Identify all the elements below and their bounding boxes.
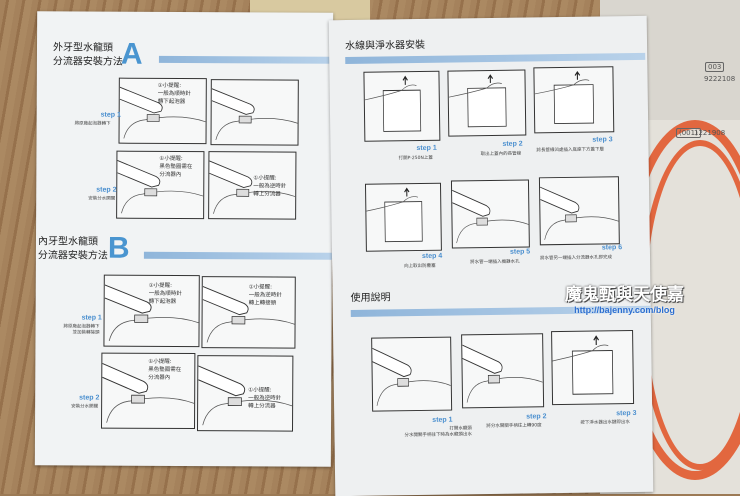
illustration-panel: ①小提醒: 一般為順時針 轉下起泡器 — [103, 274, 200, 348]
install-title: 水線與淨水器安裝 — [344, 39, 426, 53]
faucet-illustration — [202, 285, 295, 343]
illustration-panel — [364, 182, 442, 252]
usage-title: 使用說明 — [350, 292, 391, 304]
step-caption: 向上取出防塵塞 — [404, 263, 436, 270]
step-label: step 5 — [509, 248, 531, 256]
step-label: step 3 — [592, 136, 613, 144]
tip-note: ①小提醒: 一般為逆時針 轉上分流器 — [253, 175, 287, 198]
step-caption: 取出上蓋內的長管線 — [480, 151, 522, 158]
watermark-url: http://bajenny.com/blog — [574, 305, 675, 315]
purifier-illustration — [364, 75, 422, 132]
bag-tag: (001) — [676, 128, 701, 138]
faucet-illustration — [119, 86, 206, 139]
faucet-illustration — [539, 186, 619, 240]
section-b-title: 內牙型水龍頭 分流器安裝方法 — [37, 236, 108, 262]
faucet-illustration — [211, 88, 298, 140]
illustration-panel — [363, 70, 441, 142]
step-label: step 1 — [432, 416, 453, 424]
bag-tag-number: 9222108 — [704, 75, 736, 83]
illustration-panel: ①小提醒: 黑色墊圈需在 分流器內 — [101, 352, 196, 430]
illustration-panel: ①小提醒: 一般為逆時針 轉上分流器 — [196, 355, 294, 432]
illustration-panel — [461, 333, 545, 409]
manual-left-page: 外牙型水龍頭 分流器安裝方法 A ①小提醒: 一般為順時針 轉下起泡器 ①小提醒… — [34, 11, 334, 467]
purifier-illustration — [448, 74, 507, 128]
step-label: step 3 — [616, 409, 637, 418]
faucet-illustration — [372, 347, 451, 406]
illustration-panel — [371, 336, 453, 412]
illustration-panel: ①小提醒: 一般為逆時針 轉上分流器 — [208, 151, 297, 220]
step-caption: 將原廠起泡器轉下 並加裝轉接頭 — [63, 324, 100, 336]
tip-note: ①小提醒: 一般為順時針 轉下起泡器 — [148, 282, 182, 305]
illustration-panel: ①小提醒: 黑色墊圈需在 分流器內 — [116, 150, 205, 220]
illustration-panel — [450, 179, 530, 249]
step-caption: 安裝分水開關 — [88, 196, 116, 202]
step-label: step 2 — [79, 394, 100, 402]
illustration-panel — [447, 69, 527, 137]
bag-tag: 003 — [705, 62, 725, 72]
manual-right-page: 水線與淨水器安裝 step 1 打開P-250N上蓋 step 2 取出上蓋內的… — [328, 15, 654, 496]
step-caption: 安裝分水開關 — [71, 404, 99, 410]
step-caption: 將水管一端插入機器水孔 — [470, 259, 520, 266]
faucet-illustration — [462, 344, 543, 403]
section-b-letter: B — [107, 231, 130, 265]
illustration-panel — [551, 330, 635, 406]
step-caption: 將分水開關手柄往上轉90度 — [486, 423, 542, 430]
faucet-illustration — [102, 362, 195, 423]
step-caption: 將長管線凹處插入底座下方蓋下層 — [536, 147, 605, 154]
step-caption: 將水管另一端插入分流器水孔即完成 — [540, 255, 613, 262]
tip-note: ①小提醒: 黑色墊圈需在 分流器內 — [159, 155, 193, 178]
tip-note: ①小提醒: 一般為逆時針 轉上分流器 — [248, 387, 282, 410]
faucet-illustration — [209, 160, 296, 214]
step-caption: 按下淨水器出水鍵即出水 — [580, 420, 630, 426]
illustration-panel — [533, 66, 615, 134]
tip-note: ①小提醒: 一般為逆時針 轉上轉接頭 — [248, 284, 282, 307]
section-a-letter: A — [120, 37, 143, 71]
faucet-illustration — [451, 189, 529, 244]
step-label: step 2 — [502, 140, 523, 148]
step-label: step 1 — [81, 314, 102, 322]
illustration-panel: ①小提醒: 一般為順時針 轉下起泡器 — [118, 77, 207, 145]
bag-tag-number: 1221908 — [694, 129, 726, 137]
step-label: step 1 — [416, 144, 437, 153]
step-label: step 2 — [526, 413, 547, 421]
section-divider — [143, 251, 332, 260]
step-label: step 4 — [421, 252, 443, 260]
tip-note: ①小提醒: 黑色墊圈需在 分流器內 — [148, 358, 182, 381]
step-caption: 打開P-250N上蓋 — [398, 155, 433, 162]
faucet-illustration — [104, 284, 199, 342]
step-caption: 打開水龍頭 分水開關手柄往下時為水龍頭出水 — [404, 426, 473, 439]
step-label: step 6 — [601, 244, 623, 252]
section-divider — [158, 55, 333, 64]
illustration-panel — [538, 176, 620, 246]
purifier-illustration — [366, 187, 423, 243]
faucet-illustration — [117, 160, 204, 214]
watermark-name: 魔鬼甄與天使嘉 — [565, 285, 684, 305]
section-a-title: 外牙型水龍頭 分流器安裝方法 — [52, 42, 123, 68]
illustration-panel: ①小提醒: 一般為逆時針 轉上轉接頭 — [201, 276, 296, 349]
illustration-panel — [210, 79, 299, 146]
section-divider — [345, 52, 646, 65]
purifier-illustration — [552, 335, 614, 395]
purifier-illustration — [534, 71, 595, 124]
watermark: 魔鬼甄與天使嘉 http://bajenny.com/blog — [565, 280, 684, 315]
step-label: step 2 — [96, 186, 117, 194]
faucet-illustration — [198, 365, 293, 426]
tip-note: ①小提醒: 一般為順時針 轉下起泡器 — [157, 82, 191, 106]
step-caption: 將原廠起泡器轉下 — [74, 121, 111, 127]
step-label: step 1 — [100, 111, 121, 119]
